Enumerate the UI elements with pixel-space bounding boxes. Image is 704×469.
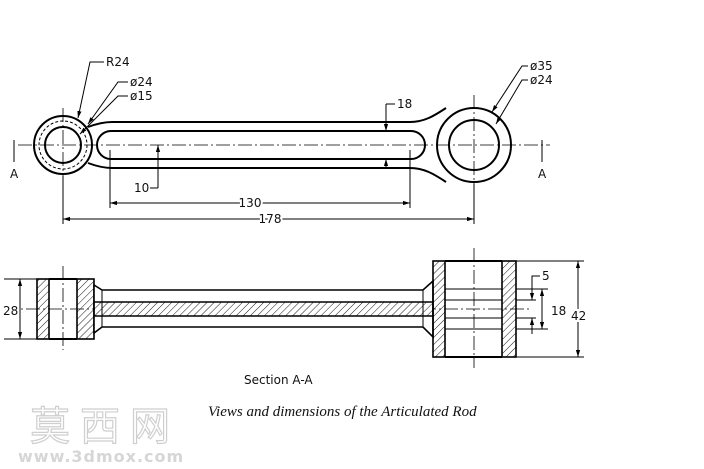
slot-offset-label: 10 <box>134 181 149 195</box>
slot <box>96 130 426 160</box>
section-view: 28 42 18 5 Section A-A <box>1 248 588 387</box>
section-mark-right: A <box>538 167 547 181</box>
left-boss-wall-left <box>36 278 50 340</box>
left-hub-bore <box>44 126 82 164</box>
right-boss-wall-left <box>432 260 446 358</box>
r24-label: R24 <box>106 55 130 69</box>
d15-label: ø15 <box>130 89 153 103</box>
left-hub-r24 <box>38 120 88 170</box>
d24-right-leader <box>495 79 528 125</box>
d35-leader <box>491 65 528 113</box>
left-hub-outer <box>33 115 93 175</box>
left-height-label: 28 <box>3 304 18 318</box>
rod-outline <box>87 107 447 183</box>
right-hub-outer <box>436 107 512 183</box>
inner-label: 18 <box>551 304 566 318</box>
d24-right-label: ø24 <box>530 73 553 87</box>
overall-length-label: 178 <box>259 212 282 226</box>
watermark-chinese: 莫西网 <box>30 404 180 450</box>
slot-width-label: 18 <box>397 97 412 111</box>
web-hatched-section <box>93 301 434 317</box>
r24-leader <box>77 61 104 119</box>
section-title: Section A-A <box>244 373 313 387</box>
d24-left-leader <box>87 81 128 125</box>
left-boss-wall-right <box>76 278 95 340</box>
right-hub-bore <box>448 119 500 171</box>
d24-left-label: ø24 <box>130 75 153 89</box>
groove-label: 5 <box>542 269 550 283</box>
d15-leader <box>79 95 128 135</box>
watermark-url: www.3dmox.com <box>18 447 184 466</box>
dim5-arrow-top <box>529 275 540 300</box>
right-height-label: 42 <box>571 309 586 323</box>
top-view: A A R24 ø24 ø15 ø35 ø24 18 10 130 178 <box>10 55 553 228</box>
slot-length-label: 130 <box>239 196 262 210</box>
figure-caption: Views and dimensions of the Articulated … <box>208 404 477 420</box>
right-boss-wall-right <box>501 260 517 358</box>
section-mark-left: A <box>10 167 19 181</box>
d35-label: ø35 <box>530 59 553 73</box>
